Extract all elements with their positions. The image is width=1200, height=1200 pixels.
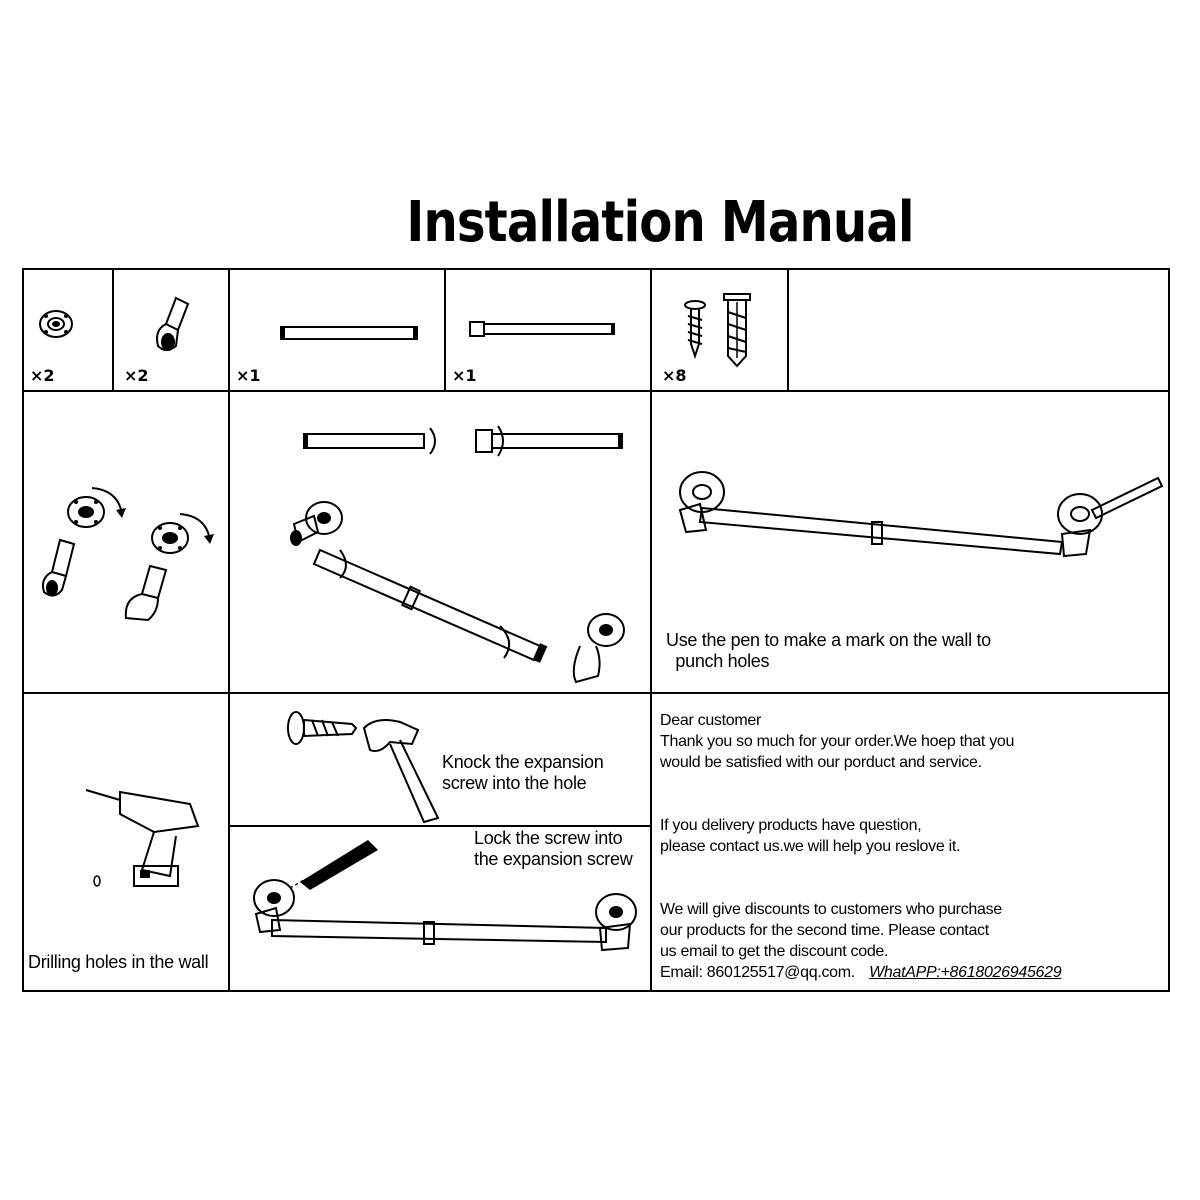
flange-elbow-assembly-illustration [30, 480, 214, 630]
qty-pipe-plain: ×1 [236, 366, 261, 385]
note-discount-3: us email to get the discount code. [660, 943, 889, 960]
note-question-1: If you delivery products have question, [660, 817, 922, 834]
step-lock-text: Lock the screw into the expansion screw [474, 828, 633, 869]
note-thanks-2: would be satisfied with our porduct and … [660, 754, 982, 771]
note-contact-line: Email: 860125517@qq.com. WhatAPP:+861802… [660, 962, 1062, 983]
screw-icon [684, 300, 706, 360]
page-title: Installation Manual [406, 190, 914, 255]
step-drill-text: Drilling holes in the wall [28, 952, 209, 972]
qty-screw-anchor: ×8 [662, 366, 687, 385]
pipe-coupling-icon [468, 318, 615, 340]
note-whatsapp[interactable]: WhatAPP:+8618026945629 [869, 964, 1062, 981]
pipe-plain-icon [280, 324, 420, 342]
note-discount-2: our products for the second time. Please… [660, 922, 989, 939]
rod-installed-illustration [246, 840, 646, 956]
pipe-assembly-illustration [290, 420, 640, 690]
manual-table [22, 268, 1170, 992]
qty-pipe-coupling: ×1 [452, 366, 477, 385]
mark-wall-illustration [672, 470, 1168, 560]
note-discount-1: We will give discounts to customers who … [660, 901, 1002, 918]
hammer-icon [360, 714, 450, 824]
note-email[interactable]: Email: 860125517@qq.com. [660, 964, 855, 981]
expansion-anchor-icon [286, 708, 358, 748]
floor-flange-icon [36, 304, 80, 344]
qty-elbow: ×2 [124, 366, 149, 385]
qty-floor-flange: ×2 [30, 366, 55, 385]
elbow-icon [148, 296, 192, 351]
step-knock-text: Knock the expansion screw into the hole [442, 752, 604, 793]
note-greeting: Dear customer [660, 712, 762, 729]
step-mark-text: Use the pen to make a mark on the wall t… [666, 630, 991, 671]
note-thanks-1: Thank you so much for your order.We hoep… [660, 733, 1015, 750]
anchor-icon [722, 292, 752, 368]
hole-mark-icon [92, 874, 102, 888]
note-question-2: please contact us.we will help you reslo… [660, 838, 961, 855]
drill-icon [80, 780, 210, 890]
